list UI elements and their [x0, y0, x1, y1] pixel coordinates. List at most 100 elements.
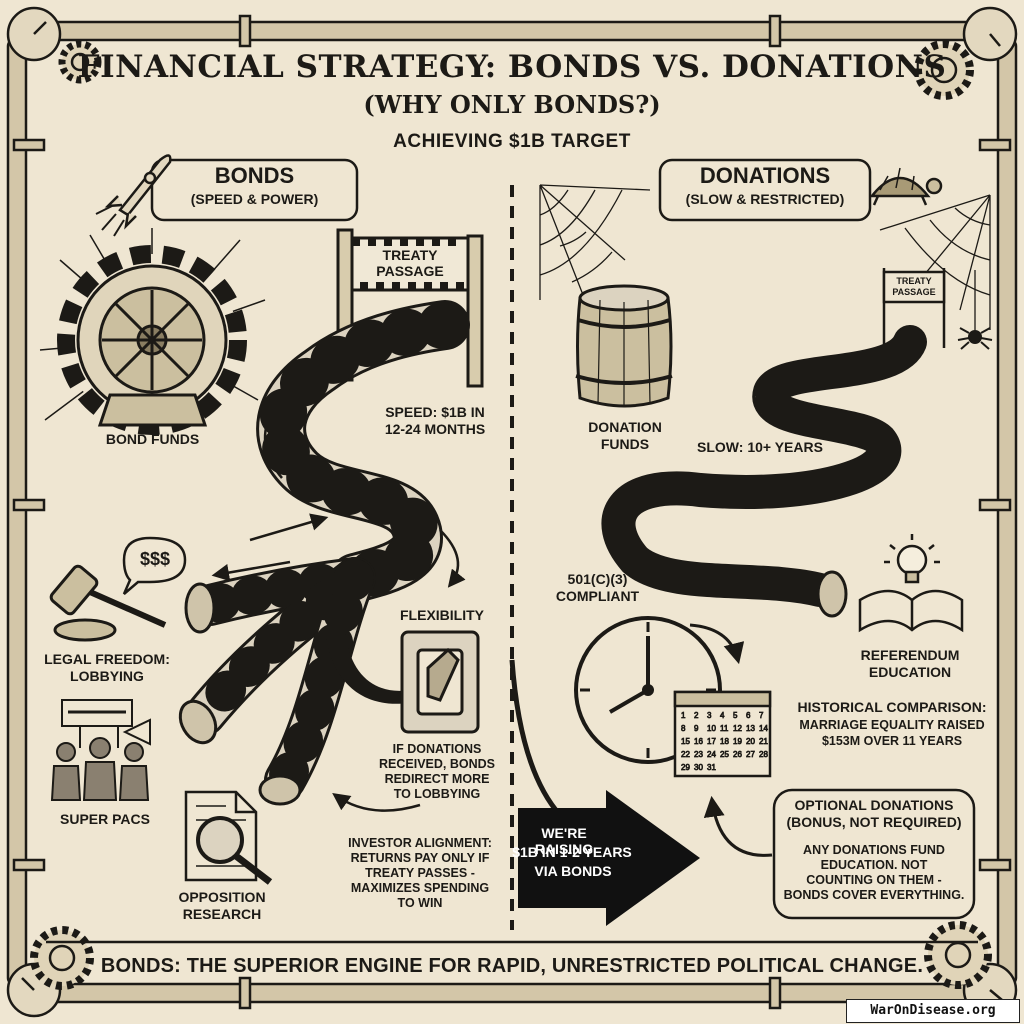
calendar-day: 26 — [733, 750, 742, 759]
credit-link[interactable]: WarOnDisease.org — [846, 999, 1020, 1023]
switch-icon — [400, 630, 480, 734]
referendum-line-2: EDUCATION — [868, 664, 952, 680]
calendar-day: 19 — [733, 737, 742, 746]
donations-heading: DONATIONS — [699, 163, 831, 188]
clock-arrow — [689, 623, 745, 665]
speech-bubble-icon — [122, 536, 187, 595]
investor-line-1: INVESTOR ALIGNMENT: — [348, 836, 492, 850]
page-subtitle: (WHY ONLY BONDS?) — [363, 90, 661, 119]
calendar-day: 23 — [694, 750, 703, 759]
speed-label-line-1: SPEED: $1B IN — [385, 404, 485, 420]
bond-funds-label: BOND FUNDS — [105, 431, 200, 447]
calendar-day: 22 — [681, 750, 690, 759]
optional-body-line-2: EDUCATION. NOT — [820, 858, 928, 872]
calendar-day: 11 — [720, 724, 729, 733]
opposition-line-2: RESEARCH — [182, 906, 262, 922]
spider-icon — [957, 327, 993, 350]
center-arrow-line-3: VIA BONDS — [534, 863, 612, 879]
slow-label: SLOW: 10+ YEARS — [697, 439, 823, 455]
pipe-frame — [6, 6, 1018, 1018]
calendar-day: 7 — [759, 711, 764, 720]
calendar-day: 29 — [681, 763, 690, 772]
treaty-sign-line-2: PASSAGE — [376, 263, 444, 279]
calendar-day: 16 — [694, 737, 703, 746]
calendar-day: 10 — [707, 724, 716, 733]
investor-line-4: MAXIMIZES SPENDING — [350, 881, 490, 895]
document-magnifier-icon — [184, 790, 273, 885]
calendar-day: 6 — [746, 711, 751, 720]
calendar-day: 4 — [720, 711, 725, 720]
opposition-line-1: OPPOSITION — [178, 889, 266, 905]
calendar-day: 13 — [746, 724, 755, 733]
bonds-subheading: (SPEED & POWER) — [190, 191, 319, 207]
redirect-line-4: TO LOBBYING — [393, 787, 481, 801]
redirect-line-3: REDIRECT MORE — [384, 772, 490, 786]
crowd-icon — [50, 699, 151, 801]
investor-line-3: TREATY PASSES - — [365, 866, 475, 880]
redirect-line-1: IF DONATIONS — [392, 742, 482, 756]
corner-gear-icons — [30, 40, 992, 990]
calendar-day: 17 — [707, 737, 716, 746]
optional-donations-box — [772, 788, 976, 920]
calendar-day: 5 — [733, 711, 738, 720]
calendar-day: 8 — [681, 724, 686, 733]
calendar-day: 3 — [707, 711, 712, 720]
center-arrow — [509, 659, 700, 926]
bonds-heading-box — [150, 158, 359, 222]
calendar-day: 27 — [746, 750, 755, 759]
small-treaty-line-1: TREATY — [896, 276, 932, 286]
donation-pipe — [601, 325, 927, 618]
turtle-icon — [869, 167, 943, 206]
optional-title-line-2: (BONUS, NOT REQUIRED) — [786, 814, 962, 830]
barrel-icon — [575, 284, 673, 408]
calendar-day: 28 — [759, 750, 768, 759]
book-lightbulb-icon — [858, 534, 964, 633]
compliant-line-2: COMPLIANT — [555, 588, 640, 604]
optional-body-line-3: COUNTING ON THEM - — [806, 873, 942, 887]
super-pacs-label: SUPER PACs — [60, 811, 150, 827]
legal-freedom-line-1: LEGAL FREEDOM: — [44, 651, 170, 667]
page-title: FINANCIAL STRATEGY: BONDS VS. DONATIONS — [77, 49, 947, 85]
flexibility-label: FLEXIBILITY — [400, 607, 484, 623]
calendar-day: 2 — [694, 711, 699, 720]
treaty-sign-line-1: TREATY — [382, 247, 438, 263]
motion-arrows — [211, 419, 466, 812]
calendar-day: 12 — [733, 724, 742, 733]
calendar-day: 18 — [720, 737, 729, 746]
rocket-icon — [95, 154, 172, 237]
center-arrow-line-1: WE'RE RAISING — [534, 825, 594, 857]
calendar-day: 15 — [681, 737, 690, 746]
target-heading: ACHIEVING $1B TARGET — [393, 131, 631, 152]
calendar-day: 24 — [707, 750, 716, 759]
calendar-day: 31 — [707, 763, 716, 772]
historical-line-2: MARRIAGE EQUALITY RAISED — [799, 718, 985, 732]
gavel-icon — [49, 564, 167, 642]
speed-label-line-2: 12-24 MONTHS — [384, 421, 486, 437]
dollar-bubble-text: $$$ — [139, 549, 171, 569]
referendum-line-1: REFERENDUM — [860, 647, 960, 663]
investor-line-5: TO WIN — [397, 896, 443, 910]
donation-funds-line-1: DONATION — [588, 419, 662, 435]
calendar-day: 20 — [746, 737, 755, 746]
bonds-heading: BONDS — [214, 163, 295, 188]
bond-pipe — [178, 300, 470, 806]
redirect-line-2: RECEIVED, BONDS — [379, 757, 495, 771]
optional-body-line-4: BONDS COVER EVERYTHING. — [783, 888, 965, 902]
calendar-day: 14 — [759, 724, 768, 733]
historical-line-1: HISTORICAL COMPARISON: — [797, 699, 987, 715]
calendar-day: 30 — [694, 763, 703, 772]
optional-arrow — [703, 795, 773, 857]
optional-body-line-1: ANY DONATIONS FUND — [803, 843, 945, 857]
center-arrow-line-2: $1B IN 1-2 YEARS — [512, 844, 632, 860]
gear-icon — [39, 228, 266, 435]
calendar-day: 1 — [681, 711, 686, 720]
footer-tagline: BONDS: THE SUPERIOR ENGINE FOR RAPID, UN… — [100, 955, 924, 977]
calendar-day: 21 — [759, 737, 768, 746]
spider-web-icon — [539, 184, 991, 330]
optional-title-line-1: OPTIONAL DONATIONS — [794, 797, 954, 813]
legal-freedom-line-2: LOBBYING — [70, 668, 144, 684]
donation-funds-line-2: FUNDS — [600, 436, 650, 452]
